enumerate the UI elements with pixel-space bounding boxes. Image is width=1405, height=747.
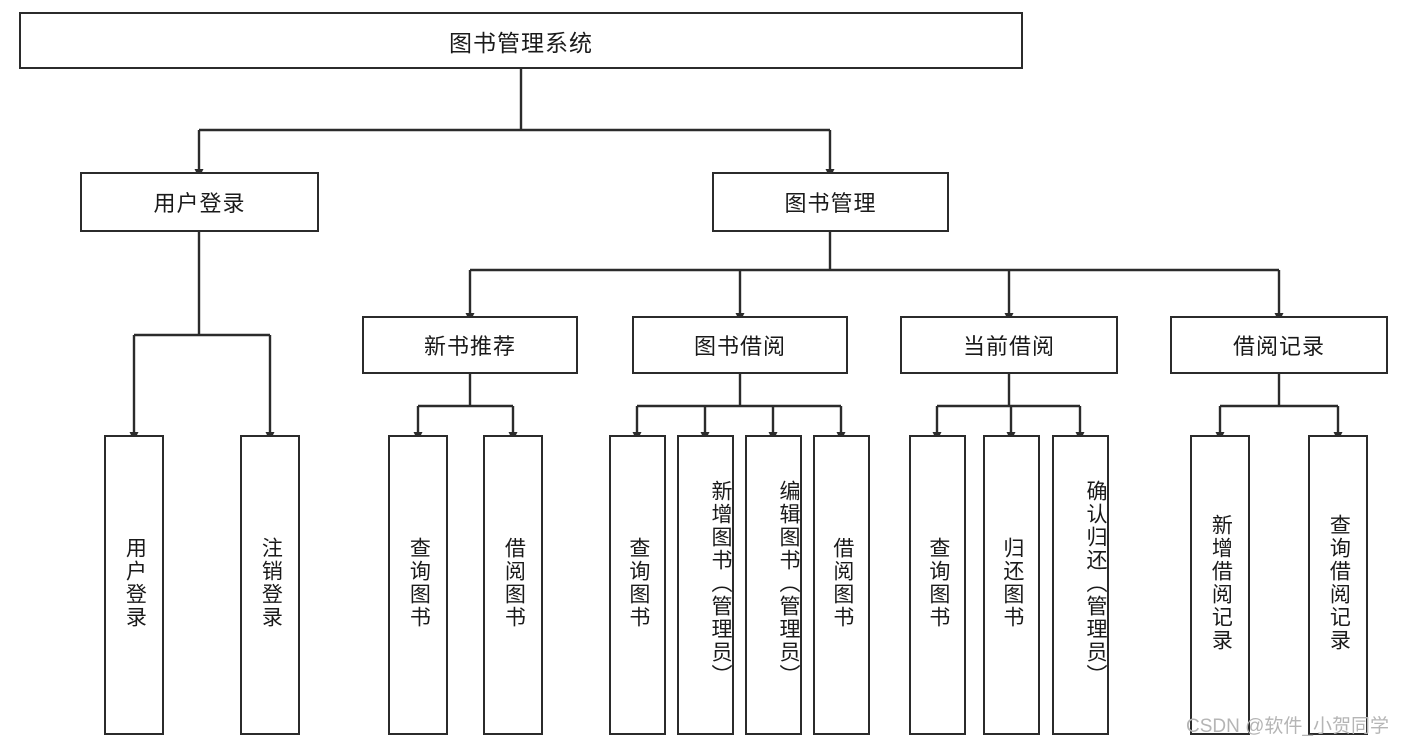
node-leaves-10-label: 确认归还（管理员） — [1084, 479, 1107, 687]
node-level2-0[interactable]: 新书推荐 — [362, 316, 578, 374]
node-level2-2-label: 当前借阅 — [962, 334, 1055, 359]
node-level2-3-label: 借阅记录 — [1232, 334, 1325, 359]
node-leaves-9[interactable]: 归还图书 — [983, 435, 1040, 735]
node-leaves-7[interactable]: 借阅图书 — [813, 435, 870, 735]
node-leaves-4[interactable]: 查询图书 — [609, 435, 666, 735]
node-level1-1-label: 图书管理 — [784, 191, 877, 216]
node-root[interactable]: 图书管理系统 — [19, 12, 1023, 69]
node-leaves-6[interactable]: 编辑图书（管理员） — [745, 435, 802, 735]
node-leaves-1-label: 注销登录 — [259, 537, 283, 629]
node-leaves-8-label: 查询图书 — [926, 537, 950, 629]
node-leaves-10[interactable]: 确认归还（管理员） — [1052, 435, 1109, 735]
node-level1-0[interactable]: 用户登录 — [80, 172, 319, 232]
node-level2-1-label: 图书借阅 — [693, 334, 786, 359]
node-leaves-12-label: 查询借阅记录 — [1327, 514, 1351, 652]
node-leaves-4-label: 查询图书 — [626, 537, 650, 629]
node-leaves-11-label: 新增借阅记录 — [1209, 514, 1233, 652]
node-leaves-12[interactable]: 查询借阅记录 — [1308, 435, 1368, 735]
node-leaves-3[interactable]: 借阅图书 — [483, 435, 543, 735]
node-leaves-9-label: 归还图书 — [1000, 537, 1024, 629]
node-level1-0-label: 用户登录 — [153, 191, 246, 216]
node-leaves-11[interactable]: 新增借阅记录 — [1190, 435, 1250, 735]
node-leaves-0-label: 用户登录 — [123, 537, 147, 629]
node-leaves-2-label: 查询图书 — [407, 537, 431, 629]
node-level2-2[interactable]: 当前借阅 — [900, 316, 1118, 374]
node-leaves-5-label: 新增图书（管理员） — [709, 479, 732, 687]
node-leaves-7-label: 借阅图书 — [830, 537, 854, 629]
node-leaves-3-label: 借阅图书 — [502, 537, 526, 629]
node-leaves-6-label: 编辑图书（管理员） — [777, 479, 800, 687]
node-root-label: 图书管理系统 — [449, 29, 593, 56]
node-level2-0-label: 新书推荐 — [423, 334, 516, 359]
node-level2-1[interactable]: 图书借阅 — [632, 316, 848, 374]
node-leaves-5[interactable]: 新增图书（管理员） — [677, 435, 734, 735]
node-level1-1[interactable]: 图书管理 — [712, 172, 949, 232]
node-leaves-2[interactable]: 查询图书 — [388, 435, 448, 735]
node-leaves-1[interactable]: 注销登录 — [240, 435, 300, 735]
node-leaves-8[interactable]: 查询图书 — [909, 435, 966, 735]
node-leaves-0[interactable]: 用户登录 — [104, 435, 164, 735]
node-level2-3[interactable]: 借阅记录 — [1170, 316, 1388, 374]
